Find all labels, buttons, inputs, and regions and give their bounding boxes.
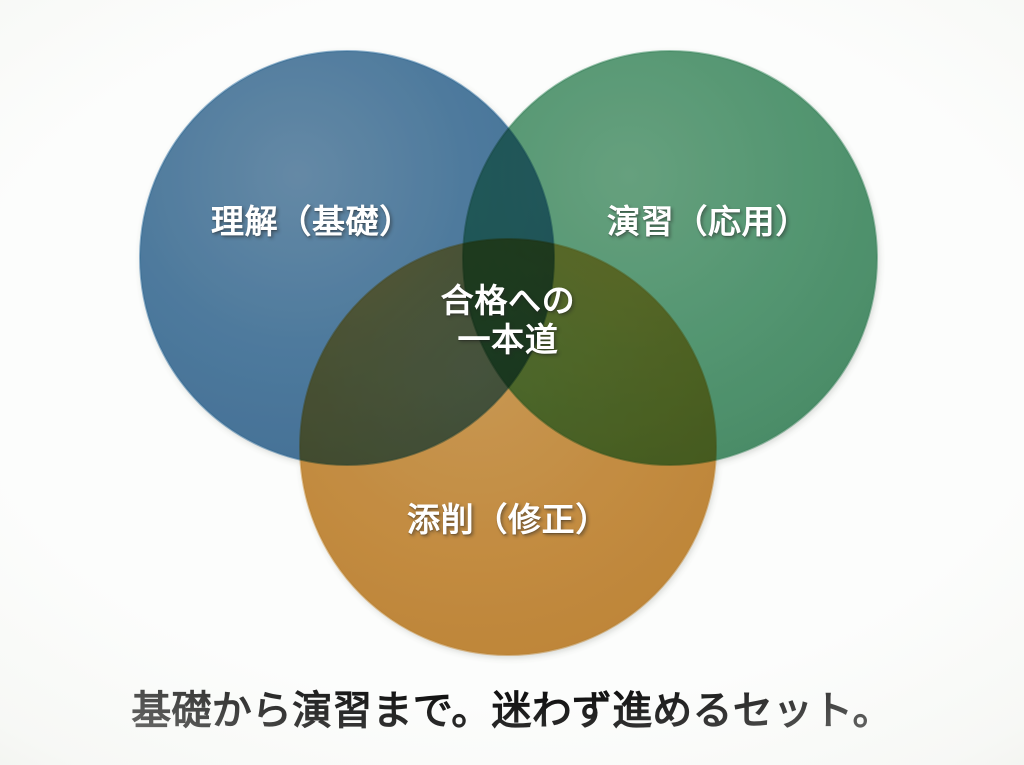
venn-label-correction: 添削（修正） <box>407 501 609 538</box>
venn-label-understand: 理解（基礎） <box>211 203 413 240</box>
venn-label-practice: 演習（応用） <box>607 203 809 240</box>
venn-center-label-line2: 一本道 <box>457 320 559 358</box>
venn-center-label-line1: 合格への <box>440 282 576 319</box>
slide-caption: 基礎から演習まで。迷わず進めるセット。 <box>131 689 893 733</box>
venn-center-label: 合格への 一本道 <box>388 282 628 360</box>
